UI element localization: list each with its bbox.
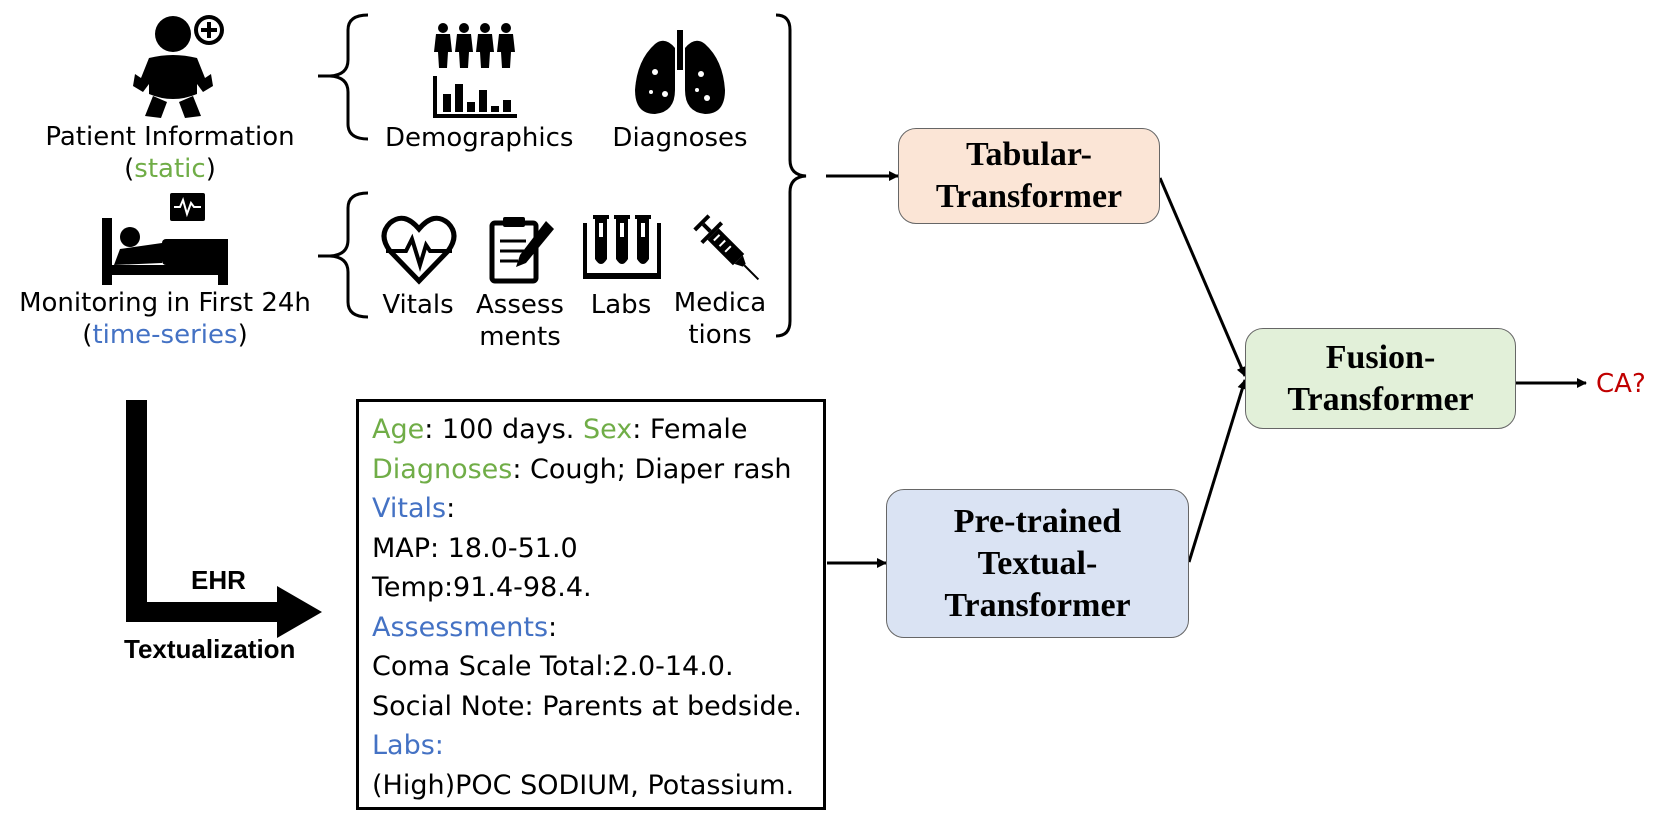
output-label: CA? xyxy=(1596,369,1646,399)
fusion-transformer-box: Fusion-Transformer xyxy=(1245,328,1516,429)
lungs-icon xyxy=(635,30,725,114)
series-brace xyxy=(329,191,369,319)
medications-label: Medica tions xyxy=(673,288,767,350)
static-tag: static xyxy=(134,154,206,184)
time-series-tag: time-series xyxy=(92,320,238,350)
clipboard-icon xyxy=(489,217,554,284)
labs-label: Labs xyxy=(590,290,652,320)
ehr-line-social: Social Note: Parents at bedside. xyxy=(372,690,802,722)
ehr-line-assessments: Assessments: xyxy=(372,611,558,643)
textualization-arrow xyxy=(126,400,322,638)
monitoring-title: Monitoring in First 24h xyxy=(19,288,311,318)
ehr-text-box: Age: 100 days. Sex: Female Diagnoses: Co… xyxy=(356,399,826,810)
patient-info-tag-line: (static) xyxy=(124,154,216,184)
vitals-label: Vitals xyxy=(382,290,454,320)
ehr-label: EHR xyxy=(191,565,246,595)
ehr-line-temp: Temp:91.4-98.4. xyxy=(372,572,592,603)
monitoring-tag-line: (time-series) xyxy=(82,320,248,350)
tabular-transformer-box: Tabular-Transformer xyxy=(898,128,1160,224)
ehr-line-diagnoses: Diagnoses: Cough; Diaper rash xyxy=(372,453,792,485)
static-brace xyxy=(329,13,369,141)
assessments-label: Assess ments xyxy=(476,290,564,352)
input-brace xyxy=(775,13,807,338)
heart-pulse-icon xyxy=(381,215,457,285)
arrow-textual-to-fusion xyxy=(1187,379,1248,563)
ehr-line-labs-value: (High)POC SODIUM, Potassium. xyxy=(372,769,795,801)
textualization-label: Textualization xyxy=(124,634,296,664)
ehr-line-vitals: Vitals: xyxy=(372,493,456,524)
test-tubes-icon xyxy=(583,215,661,279)
ehr-line-labs: Labs: xyxy=(372,730,444,761)
demographics-label: Demographics xyxy=(385,123,574,153)
baby-icon xyxy=(133,15,224,118)
demographics-icon xyxy=(433,23,517,118)
ehr-line-age-sex: Age: 100 days. Sex: Female xyxy=(372,414,748,445)
arrow-tabular-to-fusion xyxy=(1158,177,1247,377)
ehr-line-map: MAP: 18.0-51.0 xyxy=(372,532,578,564)
hospital-bed-icon xyxy=(102,193,228,285)
ehr-line-coma: Coma Scale Total:2.0-14.0. xyxy=(372,651,734,682)
patient-info-title: Patient Information xyxy=(45,122,295,152)
syringe-icon xyxy=(693,214,760,281)
diagnoses-label: Diagnoses xyxy=(612,123,748,153)
monitoring-label: Monitoring in First 24h (time-series) xyxy=(10,287,320,351)
patient-info-label: Patient Information (static) xyxy=(20,121,320,185)
